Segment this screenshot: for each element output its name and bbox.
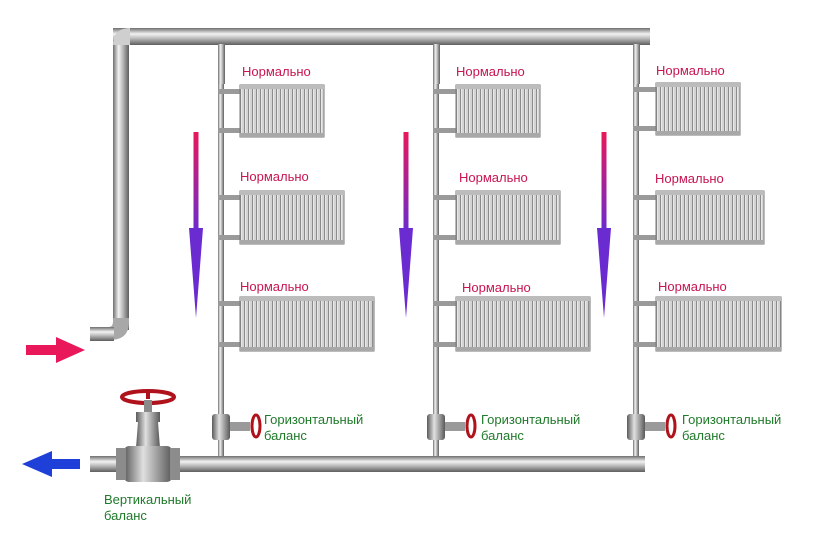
radiator-status-label: Нормально [240,279,309,294]
vertical-balance-valve[interactable] [116,389,180,482]
radiator-return-connector [633,342,656,347]
riser-supply-drop [218,44,225,84]
radiator-status-label: Нормально [240,169,309,184]
horizontal-balance-label-line2: баланс [481,428,524,443]
flow-direction-arrow [597,132,611,318]
horizontal-balance-label-3: Горизонтальный баланс [682,412,781,444]
radiator-return-connector [633,235,656,240]
riser-supply-drop [433,44,440,84]
radiator-supply-connector [218,89,240,94]
horizontal-balance-label-line1: Горизонтальный [682,412,782,427]
radiator-return-connector [433,235,456,240]
radiator-return-connector [433,128,456,133]
radiator [655,296,782,352]
riser-return-pipe [433,84,439,456]
radiator-supply-connector [633,301,656,306]
riser-return-pipe [218,84,224,456]
radiator [655,190,765,245]
radiator-return-connector [218,128,240,133]
radiator [455,296,591,352]
radiator-supply-connector [433,89,456,94]
vertical-balance-label: Вертикальный баланс [104,492,191,524]
radiator [239,190,345,245]
radiator-supply-connector [633,195,656,200]
horizontal-balance-label-line2: баланс [682,428,725,443]
vertical-balance-label-line2: баланс [104,508,147,523]
radiator-supply-connector [633,87,656,92]
horizontal-balance-valve[interactable] [212,413,262,440]
horizontal-balance-label-1: Горизонтальный баланс [264,412,363,444]
flow-direction-arrow [399,132,413,318]
horizontal-balance-label-2: Горизонтальный баланс [481,412,580,444]
radiator-supply-connector [218,301,240,306]
radiator [455,84,541,138]
radiator-supply-connector [433,301,456,306]
radiator [455,190,561,245]
horizontal-balance-label-line2: баланс [264,428,307,443]
horizontal-balance-valve[interactable] [627,413,677,440]
radiator-supply-connector [433,195,456,200]
radiator-status-label: Нормально [655,171,724,186]
horizontal-balance-label-line1: Горизонтальный [481,412,581,427]
radiator-status-label: Нормально [459,170,528,185]
radiator-supply-connector [218,195,240,200]
radiator-status-label: Нормально [658,279,727,294]
return-main-pipe [90,456,645,472]
supply-inlet-arrow [26,337,85,363]
riser-supply-drop [633,44,640,84]
radiator [655,82,741,136]
radiator-return-connector [633,126,656,131]
horizontal-balance-label-line1: Горизонтальный [264,412,364,427]
riser [212,44,375,456]
riser [427,44,591,456]
radiator-status-label: Нормально [456,64,525,79]
radiator [239,84,325,138]
radiator [239,296,375,352]
riser [627,44,782,456]
vertical-balance-label-line1: Вертикальный [104,492,192,507]
riser-return-pipe [633,84,639,456]
supply-main-pipe [90,28,650,341]
radiator-return-connector [218,342,240,347]
radiator-return-connector [433,342,456,347]
radiator-return-connector [218,235,240,240]
flow-direction-arrow [189,132,203,318]
radiator-status-label: Нормально [242,64,311,79]
radiator-status-label: Нормально [462,280,531,295]
return-outlet-arrow [22,451,80,477]
horizontal-balance-valve[interactable] [427,413,477,440]
radiator-status-label: Нормально [656,63,725,78]
